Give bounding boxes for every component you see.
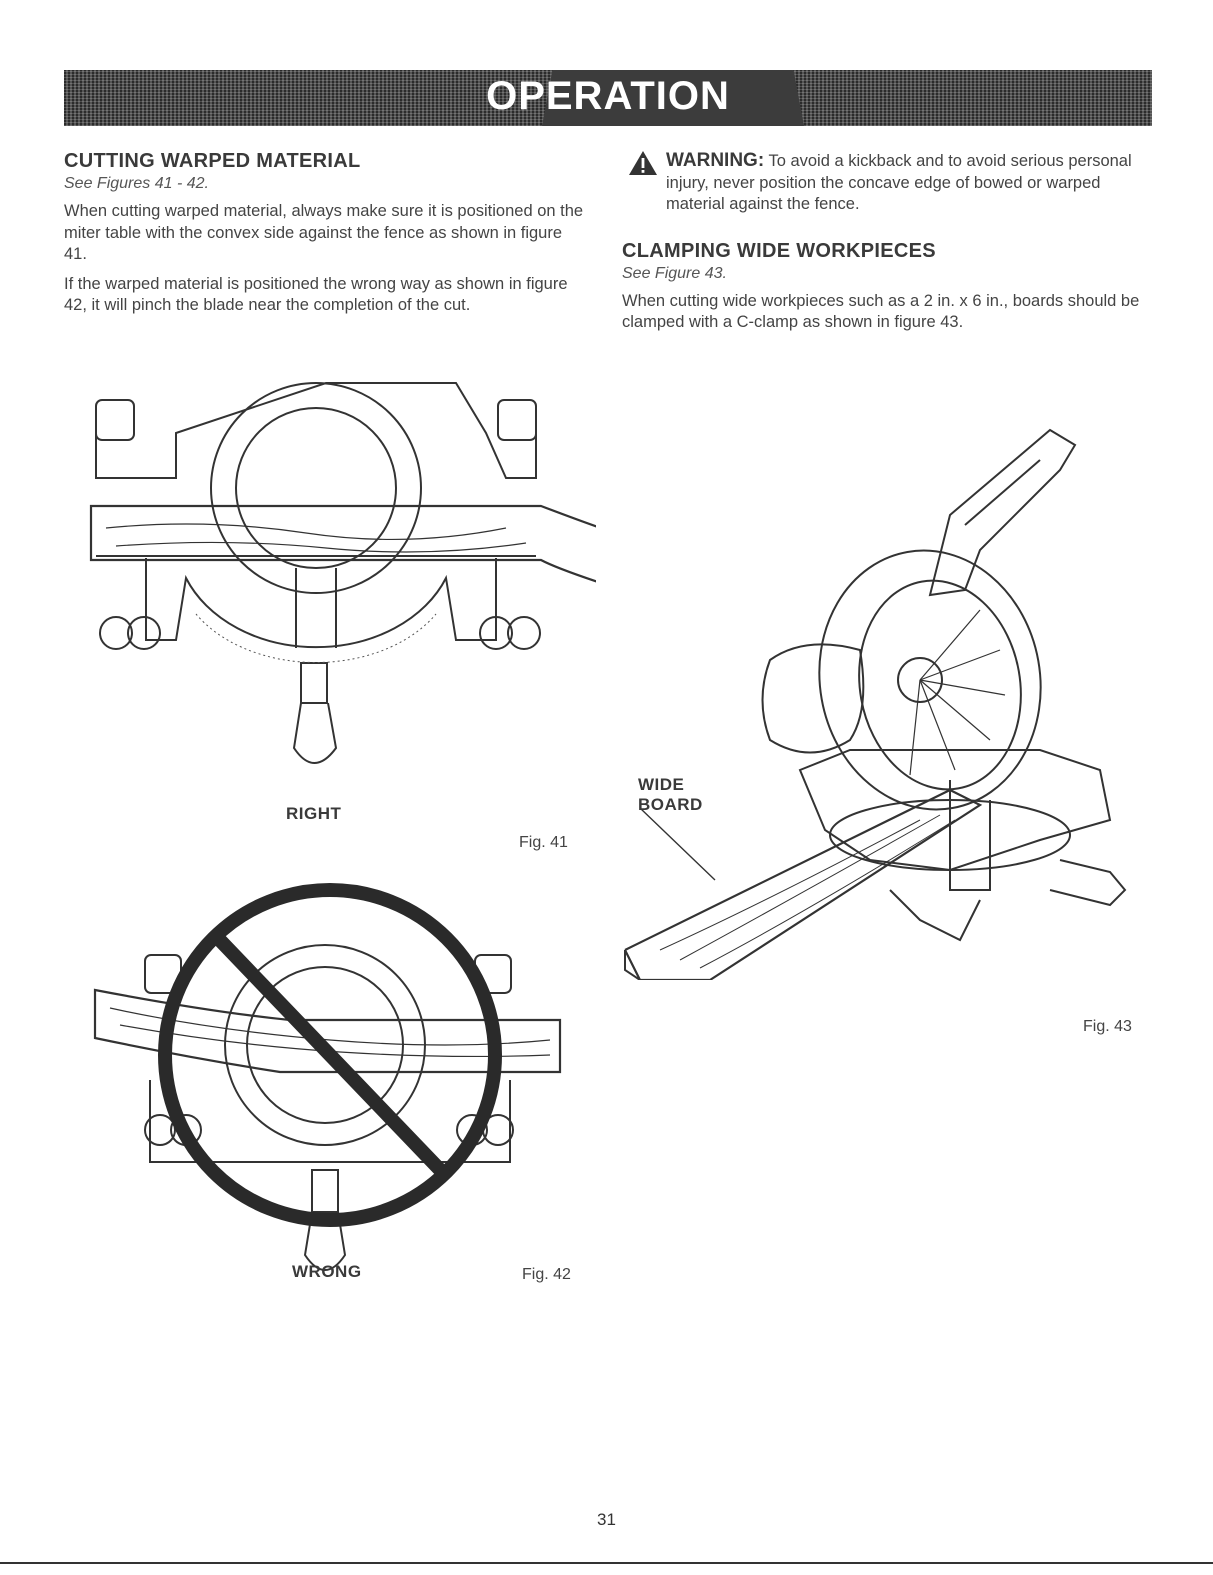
figure-42: WRONG Fig. 42 [90,880,590,1283]
left-column: CUTTING WARPED MATERIAL See Figures 41 -… [64,150,584,325]
fig41-caption: Fig. 41 [519,834,568,851]
figure-41: RIGHT Fig. 41 [86,378,603,851]
heading-cutting-warped: CUTTING WARPED MATERIAL [64,150,361,172]
fig43-caption: Fig. 43 [1083,1018,1132,1035]
fig41-label: RIGHT [286,804,342,823]
miter-saw-top-view-right [89,382,603,764]
prohibition-circle-icon [158,883,502,1227]
fig42-caption: Fig. 42 [522,1266,571,1283]
warning-block: WARNING: To avoid a kickback and to avoi… [622,150,1152,216]
miter-saw-clamp-view [624,428,1127,982]
warning-triangle-icon [629,151,657,175]
figure-43: WIDE BOARD Fig. 43 [620,420,1160,1040]
see-figure-43: See Figure 43. [622,264,727,282]
paragraph-wrong-way: If the warped material is positioned the… [64,274,568,315]
fig43-label: WIDE BOARD [638,775,703,815]
fig43-label-line2: BOARD [638,795,703,814]
page-number: 31 [597,1510,616,1529]
footer-rule [0,1562,1213,1564]
right-column: WARNING: To avoid a kickback and to avoi… [622,150,1152,342]
see-figures-41-42: See Figures 41 - 42. [64,175,209,192]
miter-saw-top-view-wrong [93,883,562,1271]
warning-label: WARNING: [666,150,765,171]
fig42-label: WRONG [292,1262,362,1281]
warning-text: To avoid a kickback and to avoid serious… [666,152,1132,213]
section-title: OPERATION [486,74,730,118]
fig43-label-line1: WIDE [638,775,685,794]
paragraph-convex-side: When cutting warped material, always mak… [64,202,584,263]
banner-title-plate [542,70,804,126]
section-banner: OPERATION [64,70,1152,126]
paragraph-clamp: When cutting wide workpieces such as a 2… [622,291,1140,332]
heading-clamping-wide: CLAMPING WIDE WORKPIECES [622,239,936,262]
